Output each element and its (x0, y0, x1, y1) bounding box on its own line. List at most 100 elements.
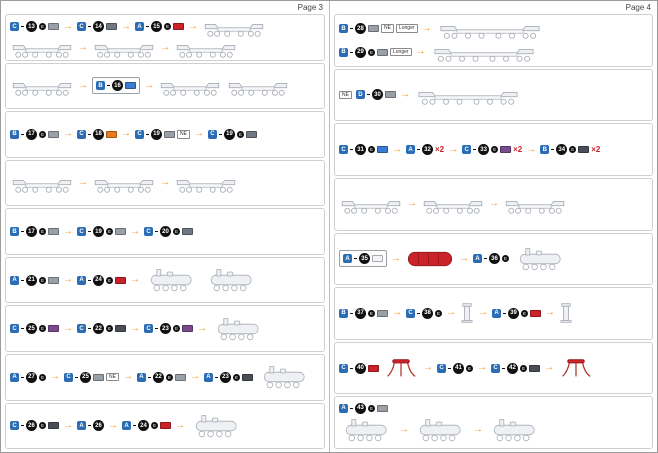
step-row: B 37 E → C 38 E → → A 39 E → (339, 302, 648, 324)
fastener-e-badge: E (368, 309, 375, 317)
step-number: 43 (357, 405, 364, 412)
step-number-badge: 28 (355, 23, 366, 35)
step-connector (350, 407, 353, 409)
step-number-badge: 27 (26, 371, 37, 383)
step-number: 27 (28, 374, 35, 381)
fastener-e-badge: E (173, 325, 180, 333)
flatcar-illustration (158, 75, 222, 97)
step-row: → → (339, 418, 648, 442)
flatcar-illustration (92, 37, 156, 58)
locomotive-illustration (144, 268, 200, 292)
step-connector (502, 367, 505, 369)
step-letter-badge: A (136, 372, 146, 382)
arrow-icon: → (78, 176, 88, 188)
step-number-badge: 15 (151, 21, 162, 33)
arrow-icon: → (50, 371, 60, 383)
arrow-icon: → (423, 362, 433, 374)
step-connector (155, 231, 158, 233)
page-3-sections: C 13 E → C 14 → A 15 E → (5, 14, 325, 450)
step-connector (21, 26, 24, 28)
fastener-e-badge: E (521, 309, 528, 317)
step-number-badge: 37 (355, 307, 366, 319)
instruction-section: C 31 E → A 32 ×2 → C 33 E ×2 → B 34 E ×2 (334, 123, 653, 176)
step-connector (484, 258, 487, 260)
assembly-step: C 22 E (77, 323, 126, 335)
step-number: 28 (357, 25, 364, 32)
instruction-section: C 25 E → C 22 E → C 23 E → (5, 305, 325, 352)
step-letter-badge: C (437, 363, 446, 373)
step-letter: C (79, 228, 84, 235)
assembly-step: C 33 E ×2 (462, 144, 522, 156)
step-number: 24 (140, 422, 147, 429)
step-number-badge: 14 (93, 21, 104, 33)
part-swatch (368, 364, 379, 372)
fastener-e-badge: E (368, 146, 375, 154)
step-number-badge: 13 (26, 21, 37, 33)
fastener-e-badge: E (435, 309, 442, 317)
arrow-icon: → (197, 322, 207, 334)
assembly-step: A 22 E (136, 371, 186, 383)
page-4-sections: B 28 NE Longer → B 29 E Longer → (334, 14, 653, 449)
tag-label: NE (106, 372, 119, 382)
step-number: 14 (95, 23, 102, 30)
step-row: B 29 E Longer → (339, 41, 648, 63)
assembly-step: C 41 E (437, 362, 473, 374)
arrow-icon: → (407, 198, 417, 210)
arrow-icon: → (477, 362, 487, 374)
step-number: 38 (424, 310, 431, 317)
step-letter-badge: C (10, 421, 19, 431)
long-flatcar-illustration (430, 41, 538, 63)
page-number-label: Page 3 (297, 3, 323, 12)
flatcar-illustration (92, 172, 156, 194)
arrow-icon: → (160, 41, 170, 53)
step-connector (133, 425, 136, 427)
step-letter: B (12, 228, 17, 235)
step-connector (350, 28, 353, 30)
arrow-icon: → (446, 307, 456, 319)
multiplier-note: ×2 (591, 145, 601, 155)
long-flatcar-illustration (436, 18, 544, 40)
chimney-part-illustration (559, 302, 573, 324)
arrow-icon: → (399, 424, 409, 436)
arrow-icon: → (63, 226, 73, 237)
step-connector (147, 376, 151, 378)
tag-label: NE (339, 90, 352, 100)
step-connector (366, 94, 370, 96)
fastener-e-badge: E (569, 146, 577, 154)
step-number: 39 (510, 310, 517, 317)
step-letter: C (146, 325, 151, 332)
step-connector (146, 133, 149, 135)
step-connector (155, 328, 158, 330)
step-number: 29 (357, 49, 364, 56)
long-flatcar-illustration (414, 84, 522, 106)
fastener-e-badge: E (502, 255, 509, 263)
step-connector (350, 149, 353, 151)
step-letter-badge: A (343, 254, 352, 264)
assembly-step: B 29 E Longer (339, 46, 412, 58)
arrow-icon: → (63, 274, 73, 286)
part-swatch (384, 91, 396, 99)
step-connector (350, 367, 353, 369)
assembly-step: A 35 (339, 250, 387, 268)
step-number-badge: 19 (93, 226, 104, 238)
step-connector (21, 231, 24, 233)
step-number: 30 (374, 91, 381, 98)
step-connector (75, 376, 78, 378)
step-number: 34 (558, 146, 566, 153)
step-letter-badge: C (462, 145, 472, 155)
part-swatch (93, 373, 104, 381)
part-swatch (160, 422, 171, 430)
step-tags: Longer (390, 47, 412, 57)
step-letter-badge: A (492, 308, 501, 318)
step-number-badge: 23 (219, 371, 231, 383)
step-letter-badge: B (339, 308, 348, 318)
step-connector (21, 425, 24, 427)
locomotive-illustration (513, 247, 569, 271)
step-number-badge: 17 (26, 128, 37, 140)
fastener-e-badge: E (164, 23, 171, 31)
step-connector (88, 26, 91, 28)
step-connector (473, 149, 477, 151)
